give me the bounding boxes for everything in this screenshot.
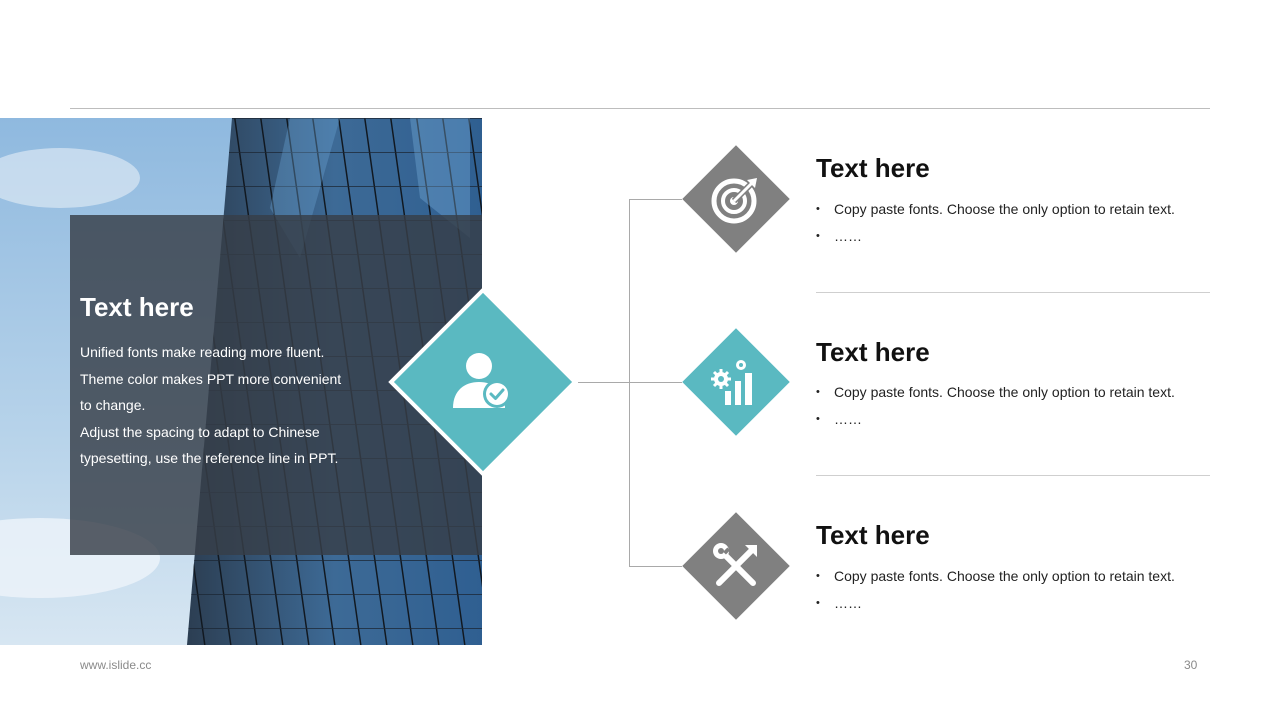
connector-top — [629, 199, 682, 200]
panel-title: Text here — [80, 292, 194, 322]
item-1-bullet: …… — [816, 226, 1175, 253]
panel-body: Unified fonts make reading more fluent. … — [80, 339, 380, 472]
item-1-bullet: Copy paste fonts. Choose the only option… — [816, 199, 1175, 226]
target-icon — [711, 178, 757, 224]
tools-icon — [713, 543, 757, 586]
separator-2 — [816, 475, 1210, 476]
panel-line: typesetting, use the reference line in P… — [80, 450, 339, 466]
connector-main — [578, 382, 682, 383]
item-2-title: Text here — [816, 337, 930, 367]
page-number: 30 — [1184, 658, 1198, 672]
panel-line: Theme color makes PPT more convenient — [80, 370, 342, 387]
connector-bottom — [629, 566, 682, 567]
item-3-bullet: Copy paste fonts. Choose the only option… — [816, 566, 1175, 593]
panel-line: Adjust the spacing to adapt to Chinese — [80, 423, 320, 440]
panel-line: Unified fonts make reading more fluent. — [80, 344, 325, 360]
item-1-bullets: Copy paste fonts. Choose the only option… — [816, 199, 1175, 253]
item-2-bullet: …… — [816, 409, 1175, 436]
item-2-bullet: Copy paste fonts. Choose the only option… — [816, 382, 1175, 409]
item-1-title: Text here — [816, 153, 930, 183]
separator-1 — [816, 292, 1210, 293]
item-2-bullets: Copy paste fonts. Choose the only option… — [816, 382, 1175, 436]
footer-url[interactable]: www.islide.cc — [80, 658, 152, 672]
item-3-bullets: Copy paste fonts. Choose the only option… — [816, 566, 1175, 620]
user-check-icon — [453, 353, 511, 408]
panel-line: to change. — [80, 397, 146, 413]
top-rule — [70, 108, 1210, 109]
gear-chart-icon — [711, 360, 752, 405]
item-3-bullet: …… — [816, 593, 1175, 620]
connector-vertical — [629, 199, 630, 567]
item-3-title: Text here — [816, 520, 930, 550]
